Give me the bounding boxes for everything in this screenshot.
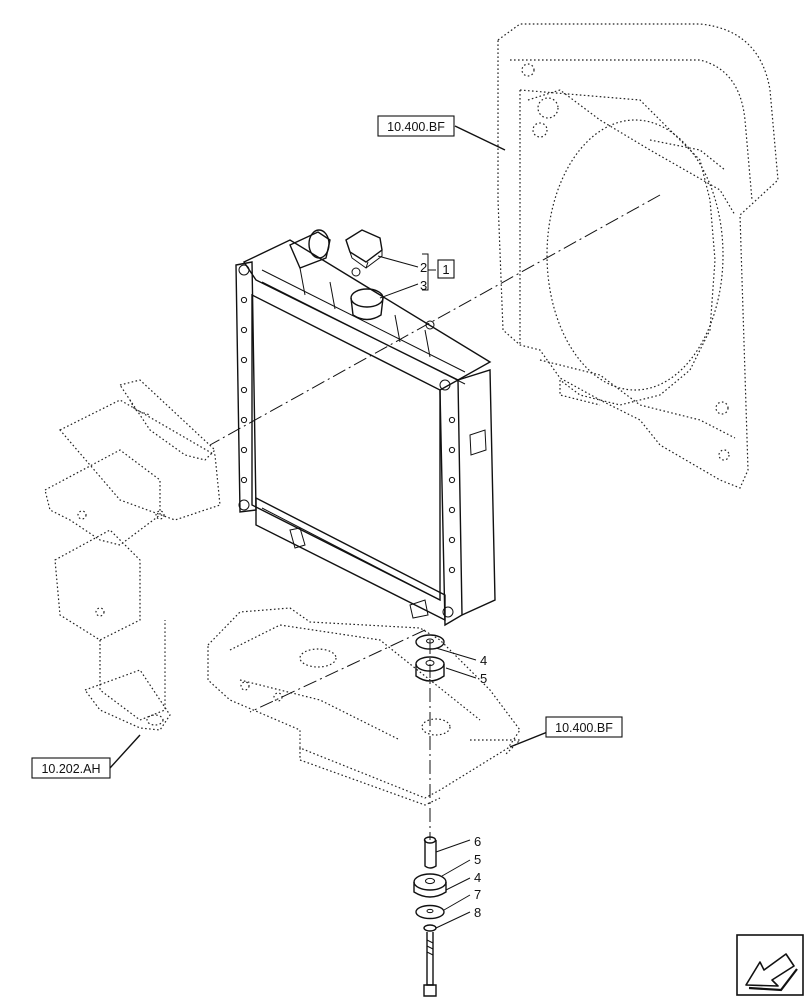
- svg-text:10.400.BF: 10.400.BF: [555, 721, 613, 735]
- radiator-cap: [345, 229, 383, 269]
- svg-text:1: 1: [442, 262, 449, 277]
- svg-text:5: 5: [474, 852, 481, 867]
- fan-shroud: [497, 23, 779, 489]
- leader-lines: [109, 125, 620, 929]
- left-support-bracket: [44, 379, 221, 731]
- center-lines: [209, 194, 661, 840]
- radiator: [235, 229, 496, 627]
- bottom-support-frame: [207, 607, 522, 806]
- svg-text:7: 7: [474, 887, 481, 902]
- svg-text:5: 5: [480, 671, 487, 686]
- callouts: 2 3 1 4 5 6 5 4 7 8: [420, 259, 487, 920]
- svg-text:10.400.BF: 10.400.BF: [387, 120, 445, 134]
- svg-text:4: 4: [480, 653, 487, 668]
- svg-text:3: 3: [420, 278, 427, 293]
- arrow-icon[interactable]: [736, 934, 804, 996]
- svg-text:8: 8: [474, 905, 481, 920]
- svg-text:4: 4: [474, 870, 481, 885]
- reference-left[interactable]: 10.202.AH: [31, 757, 111, 779]
- reference-middle[interactable]: 10.400.BF: [545, 716, 623, 738]
- side-bolt-holes: [240, 296, 456, 574]
- svg-text:2: 2: [420, 260, 427, 275]
- reference-top[interactable]: 10.400.BF: [377, 115, 455, 137]
- svg-text:6: 6: [474, 834, 481, 849]
- svg-text:10.202.AH: 10.202.AH: [41, 762, 100, 776]
- upper-mount-stack: [415, 634, 445, 682]
- lower-mount-stack: [413, 836, 447, 997]
